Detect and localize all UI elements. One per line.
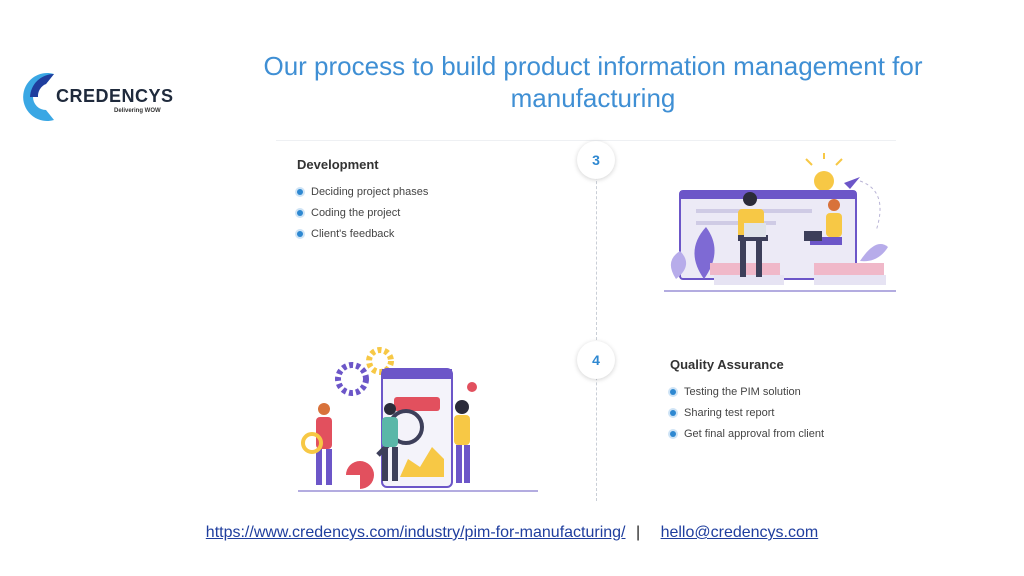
footer-separator: | xyxy=(635,524,641,541)
stage-heading: Development xyxy=(297,157,379,172)
quality-assurance-illustration xyxy=(298,347,538,492)
list-item: Deciding project phases xyxy=(297,186,557,198)
step-number-3: 3 xyxy=(577,141,615,179)
timeline-line xyxy=(596,161,597,501)
list-item: Sharing test report xyxy=(670,407,890,419)
process-diagram: 3 4 Development Deciding project phases … xyxy=(276,140,896,501)
step-number-4: 4 xyxy=(577,341,615,379)
logo-tagline: Delivering WOW xyxy=(114,108,161,114)
credencys-logo-icon xyxy=(23,73,54,121)
list-item: Client's feedback xyxy=(297,228,557,240)
list-item: Testing the PIM solution xyxy=(670,386,890,398)
stage-development: Development Deciding project phases Codi… xyxy=(297,157,557,249)
stage-quality-assurance: Quality Assurance Testing the PIM soluti… xyxy=(670,357,890,449)
list-item: Get final approval from client xyxy=(670,428,890,440)
development-illustration xyxy=(664,153,896,292)
stage-heading: Quality Assurance xyxy=(670,357,784,372)
logo-name: CREDENCYS xyxy=(56,86,174,106)
stage-list: Deciding project phases Coding the proje… xyxy=(297,186,557,240)
footer: https://www.credencys.com/industry/pim-f… xyxy=(0,524,1024,542)
email-link[interactable]: hello@credencys.com xyxy=(660,524,819,541)
website-link[interactable]: https://www.credencys.com/industry/pim-f… xyxy=(205,524,626,541)
list-item: Coding the project xyxy=(297,207,557,219)
stage-list: Testing the PIM solution Sharing test re… xyxy=(670,386,890,440)
page-title: Our process to build product information… xyxy=(263,51,923,113)
company-logo: CREDENCYS Delivering WOW xyxy=(22,70,192,124)
